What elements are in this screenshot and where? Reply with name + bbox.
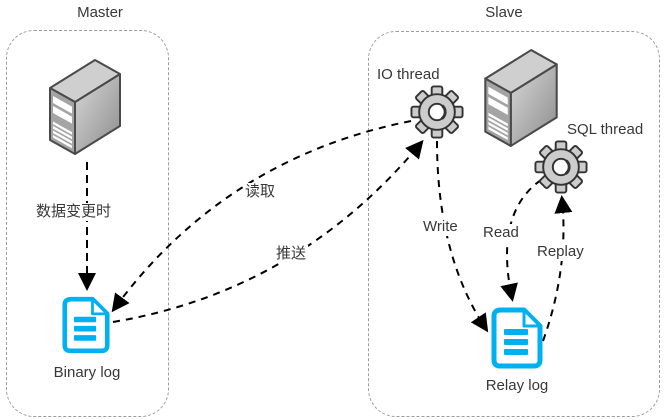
- binary-log-label: Binary log: [53, 364, 121, 381]
- io-thread-node: [410, 85, 464, 139]
- slave-group-label: Slave: [485, 4, 523, 21]
- document-icon: [491, 307, 543, 369]
- sql-thread-label: SQL thread: [567, 121, 644, 138]
- edge-label-data-change: 数据变更时: [34, 203, 114, 221]
- edge-label-read: Read: [481, 224, 521, 242]
- server-icon: [484, 49, 558, 147]
- edge-label-write: Write: [421, 218, 460, 236]
- slave-server-node: [480, 47, 562, 149]
- gear-icon: [534, 140, 588, 194]
- master-server-node: [46, 57, 124, 157]
- sql-thread-node: [534, 140, 588, 194]
- edge-label-read-binlog: 读取: [243, 183, 278, 201]
- document-icon: [62, 296, 110, 354]
- binary-log-node: [62, 295, 110, 355]
- master-group-label: Master: [77, 4, 123, 21]
- edge-label-push-binlog: 推送: [274, 245, 309, 263]
- relay-log-label: Relay log: [485, 377, 549, 394]
- gear-icon: [410, 85, 464, 139]
- io-thread-label: IO thread: [377, 66, 440, 83]
- relay-log-node: [491, 307, 543, 369]
- edge-label-replay: Replay: [535, 243, 586, 261]
- server-icon: [49, 59, 121, 155]
